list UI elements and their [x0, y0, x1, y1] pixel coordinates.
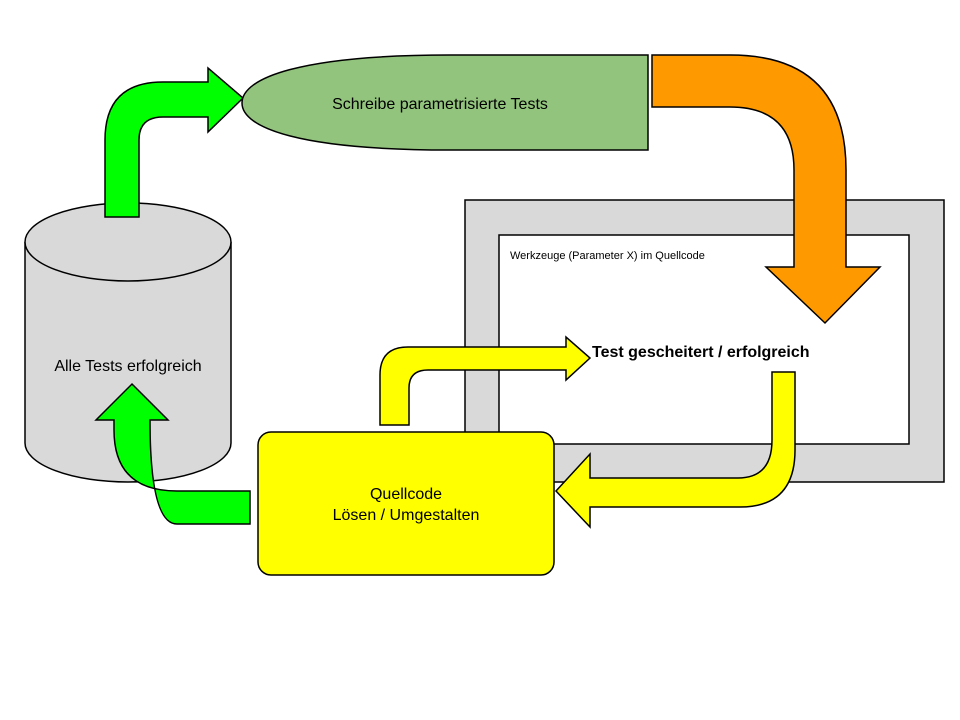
write-tests-label: Schreibe parametrisierte Tests	[332, 96, 548, 113]
green-arrow-to-all-pass	[94, 382, 251, 525]
all-tests-label: Alle Tests erfolgreich	[54, 358, 201, 375]
all-tests-cylinder	[24, 202, 232, 483]
source-code-box	[257, 431, 555, 576]
source-code-line1: Quellcode	[370, 486, 442, 503]
tools-frame-label: Werkzeuge (Parameter X) im Quellcode	[510, 250, 705, 262]
write-tests-ellipse	[241, 54, 649, 151]
source-code-line2: Lösen / Umgestalten	[333, 507, 480, 524]
test-result-label: Test gescheitert / erfolgreich	[592, 344, 810, 361]
yellow-arrow-to-result	[379, 335, 592, 426]
green-arrow-to-tests	[104, 66, 245, 218]
orange-arrow-to-result	[651, 54, 882, 325]
yellow-arrow-to-source	[554, 371, 796, 529]
